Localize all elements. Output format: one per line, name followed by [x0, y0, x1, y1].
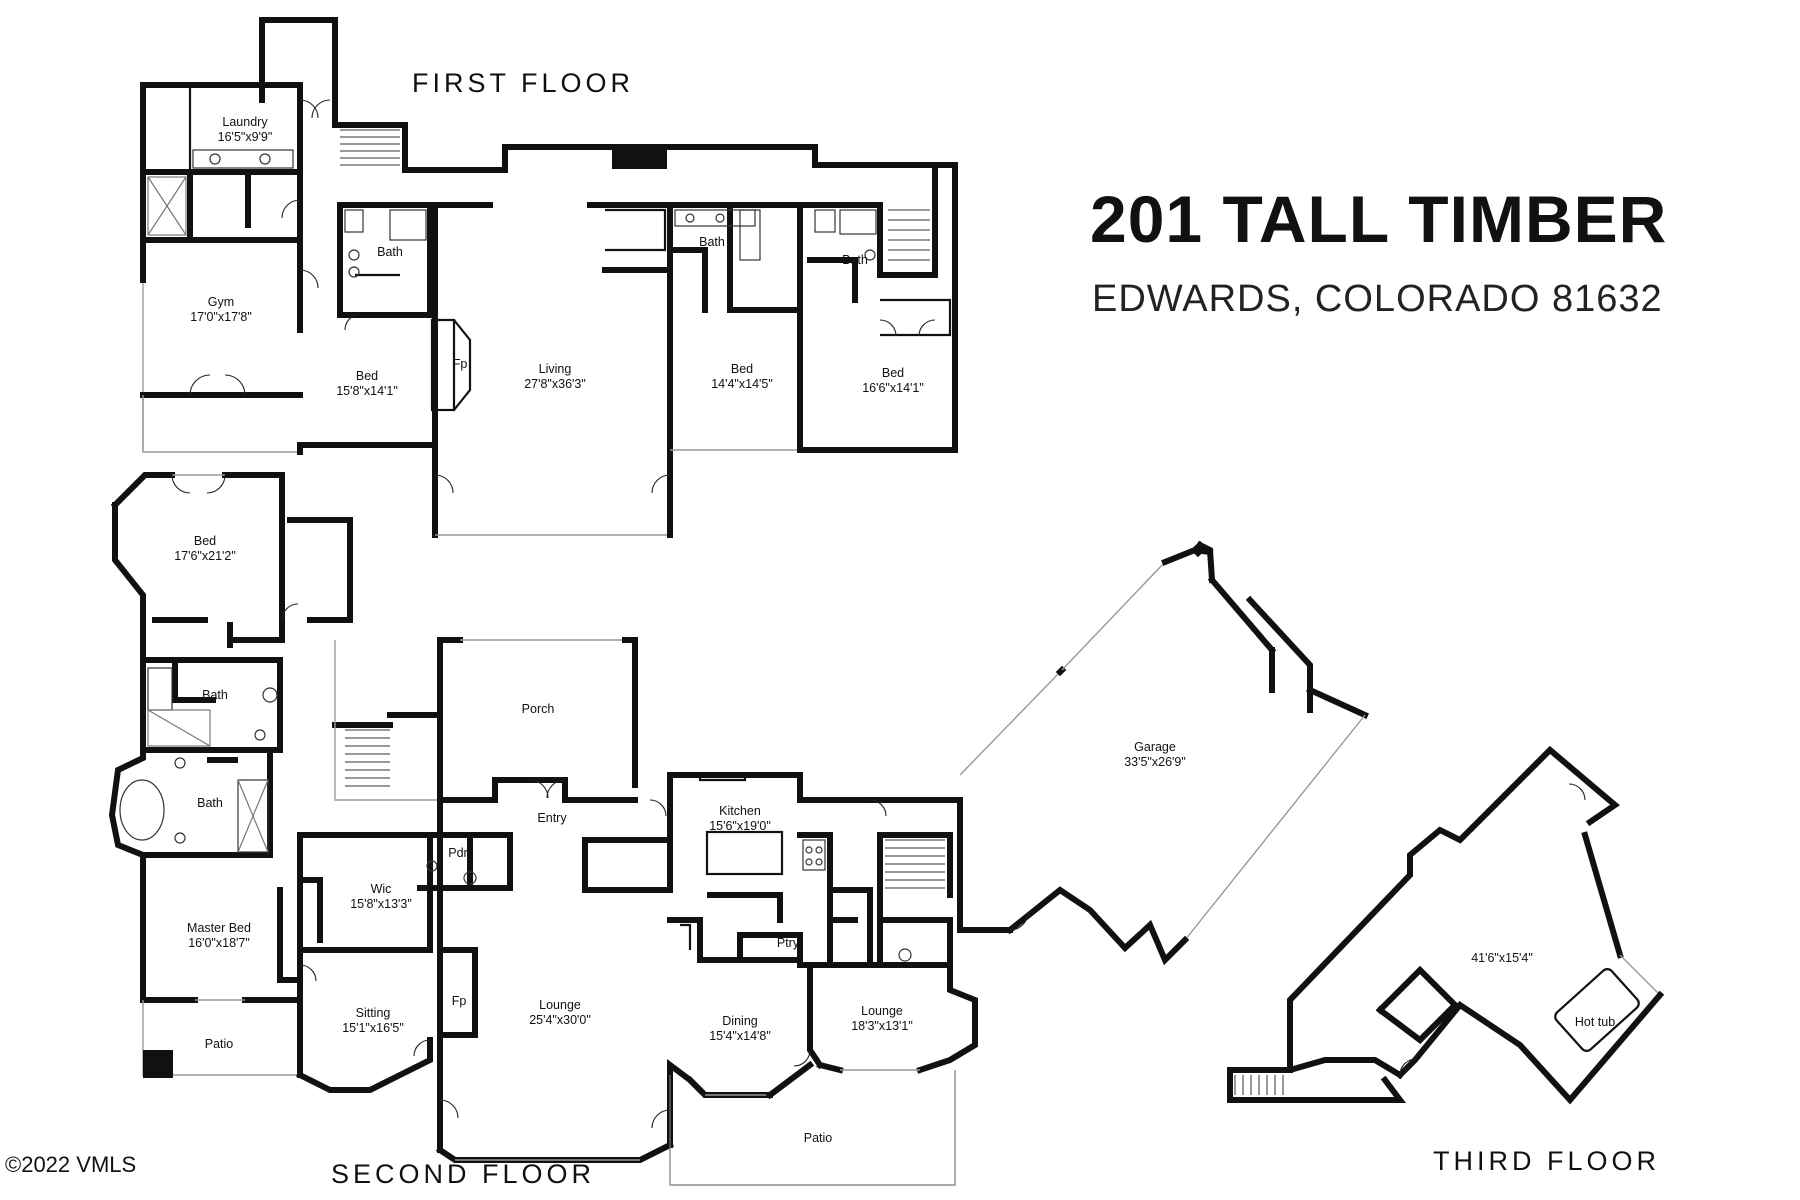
- room-pdr-name: Pdr: [448, 846, 467, 860]
- room-masterbed-dims: 16'0"x18'7": [188, 936, 250, 950]
- room-bath5-name: Bath: [197, 796, 223, 810]
- room-dining-name: Dining: [722, 1014, 757, 1028]
- room-bed4-name: Bed: [194, 534, 216, 548]
- third-floor-plan: [1227, 745, 1665, 1105]
- copyright-notice: ©2022 VMLS: [5, 1152, 136, 1177]
- room-garage-dims: 33'5"x26'9": [1124, 755, 1186, 769]
- room-fp1-name: Fp: [453, 357, 468, 371]
- door-swings: [171, 99, 1586, 1129]
- first-floor-label: FIRST FLOOR: [412, 68, 634, 98]
- room-bed3-dims: 16'6"x14'1": [862, 381, 924, 395]
- room-living-dims: 27'8"x36'3": [524, 377, 586, 391]
- room-lounge1-name: Lounge: [539, 998, 581, 1012]
- room-bath1-name: Bath: [377, 245, 403, 259]
- room-patio2-name: Patio: [804, 1131, 833, 1145]
- room-kitchen-name: Kitchen: [719, 804, 761, 818]
- property-title: 201 TALL TIMBER: [1090, 182, 1667, 256]
- room-bath2-name: Bath: [699, 235, 725, 249]
- room-dining-dims: 15'4"x14'8": [709, 1029, 771, 1043]
- second-floor-label: SECOND FLOOR: [331, 1159, 595, 1189]
- room-bed1-name: Bed: [356, 369, 378, 383]
- room-sitting-dims: 15'1"x16'5": [342, 1021, 404, 1035]
- room-gym-dims: 17'0"x17'8": [190, 310, 252, 324]
- room-entry-name: Entry: [537, 811, 567, 825]
- room-bed4-dims: 17'6"x21'2": [174, 549, 236, 563]
- room-bath4-name: Bath: [202, 688, 228, 702]
- room-sitting-name: Sitting: [356, 1006, 391, 1020]
- room-kitchen-dims: 15'6"x19'0": [709, 819, 771, 833]
- room-fp2-name: Fp: [452, 994, 467, 1008]
- room-lounge1-dims: 25'4"x30'0": [529, 1013, 591, 1027]
- room-patio1-name: Patio: [205, 1037, 234, 1051]
- room-laundry-dims: 16'5"x9'9": [218, 130, 273, 144]
- room-bed1-dims: 15'8"x14'1": [336, 384, 398, 398]
- room-bath3-name: Bath: [842, 253, 868, 267]
- room-bed3-name: Bed: [882, 366, 904, 380]
- room-laundry-name: Laundry: [222, 115, 268, 129]
- room-garage-name: Garage: [1134, 740, 1176, 754]
- room-gym-name: Gym: [208, 295, 234, 309]
- room-ptry-name: Ptry: [777, 936, 800, 950]
- room-lounge2-dims: 18'3"x13'1": [851, 1019, 913, 1033]
- property-address: EDWARDS, COLORADO 81632: [1092, 278, 1663, 320]
- room-third-floor-dims: 41'6"x15'4": [1471, 951, 1533, 965]
- room-bed2-name: Bed: [731, 362, 753, 376]
- room-labels: Laundry 16'5"x9'9" Gym 17'0"x17'8" Bath …: [174, 115, 1615, 1145]
- room-wic-name: Wic: [371, 882, 392, 896]
- room-lounge2-name: Lounge: [861, 1004, 903, 1018]
- second-floor-plan: [108, 472, 1369, 1186]
- room-masterbed-name: Master Bed: [187, 921, 251, 935]
- room-hottub-name: Hot tub: [1575, 1015, 1615, 1029]
- room-wic-dims: 15'8"x13'3": [350, 897, 412, 911]
- room-bed2-dims: 14'4"x14'5": [711, 377, 773, 391]
- room-living-name: Living: [539, 362, 572, 376]
- room-porch-name: Porch: [522, 702, 555, 716]
- first-floor-plan: [140, 17, 958, 538]
- third-floor-label: THIRD FLOOR: [1433, 1146, 1660, 1176]
